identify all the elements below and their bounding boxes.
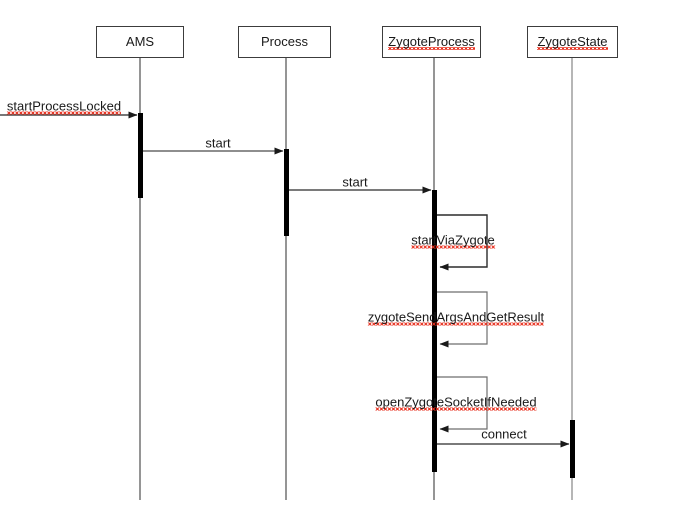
activation-bar-process: [284, 149, 289, 236]
lifeline-header-zygote-state[interactable]: ZygoteState: [527, 26, 618, 58]
lifeline-header-ams[interactable]: AMS: [96, 26, 184, 58]
lifeline-label-zygote-state: ZygoteState: [537, 33, 608, 49]
activation-bar-ams: [138, 113, 143, 198]
self-message-label-zygote-send-args: zygoteSendArgsAndGetResult: [367, 309, 545, 325]
activation-bars: [138, 113, 575, 478]
message-label-start-process-zygote: start: [342, 174, 368, 190]
message-label-connect: connect: [481, 426, 527, 442]
message-label-start-process-locked: startProcessLocked: [6, 98, 122, 114]
lifeline-header-zygote-process[interactable]: ZygoteProcess: [382, 26, 481, 58]
activation-bar-zygote-process: [432, 190, 437, 472]
lifeline-label-ams: AMS: [125, 34, 155, 49]
self-message-label-open-zygote-socket: openZygoteSocketIfNeeded: [375, 394, 537, 410]
lifeline-label-zygote-process: ZygoteProcess: [388, 33, 475, 49]
message-arrows: [0, 111, 570, 448]
lifeline-header-process[interactable]: Process: [238, 26, 331, 58]
message-label-start-ams-process: start: [205, 135, 231, 151]
activation-bar-zygote-state: [570, 420, 575, 478]
self-message-label-start-via-zygote: startViaZygote: [411, 232, 495, 248]
lifeline-label-process: Process: [261, 34, 308, 49]
